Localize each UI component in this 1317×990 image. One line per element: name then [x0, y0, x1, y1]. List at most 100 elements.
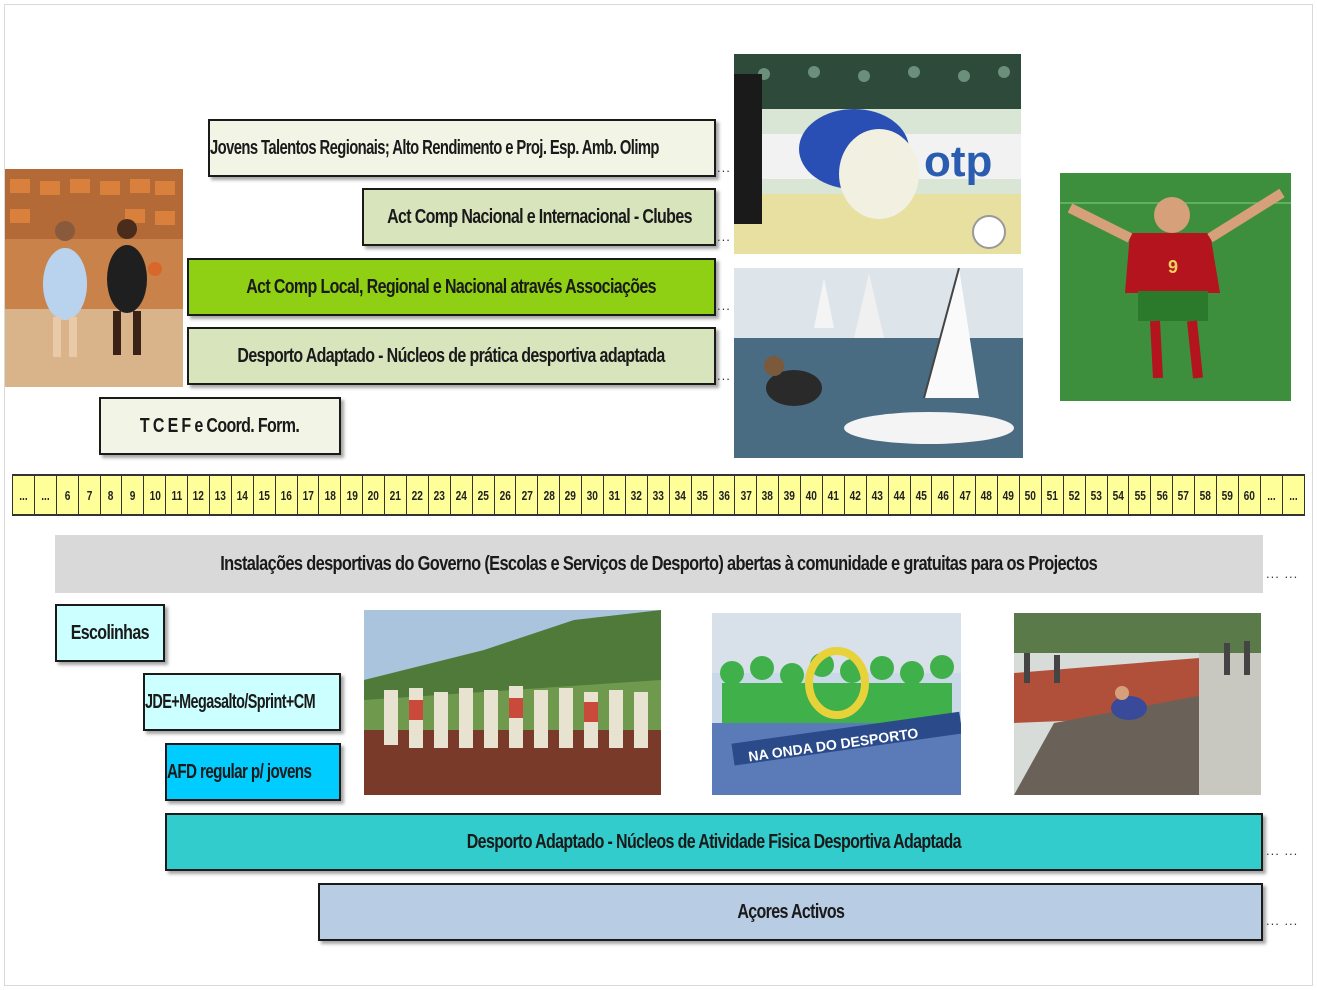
ruler-cell-age-10: 10 [143, 476, 166, 514]
ruler-cell-end-0: ... [1259, 476, 1282, 514]
hiking-group-photo [364, 610, 661, 795]
sailing-photo [734, 268, 1023, 458]
ruler-cell-label: 51 [1046, 487, 1058, 503]
ruler-cell-label: 35 [696, 487, 708, 503]
ruler-cell-label: 57 [1177, 487, 1190, 503]
ruler-cell-age-44: 44 [887, 476, 910, 514]
ruler-cell-label: ... [19, 487, 28, 503]
ruler-cell-label: 58 [1199, 487, 1212, 503]
ruler-cell-age-12: 12 [187, 476, 210, 514]
escolinhas-bar: Escolinhas [55, 604, 165, 662]
acores-activos-label: Açores Activos [737, 900, 845, 923]
ruler-cell-age-18: 18 [318, 476, 341, 514]
instalacoes-dots: ... ... [1266, 566, 1299, 581]
ruler-cell-age-21: 21 [384, 476, 407, 514]
ruler-cell-age-7: 7 [77, 476, 100, 514]
instalacoes-label: Instalações desportivas do Governo (Esco… [220, 552, 1099, 575]
desporto-adaptado-pratica-label: Desporto Adaptado - Núcleos de prática d… [237, 344, 666, 367]
ruler-cell-label: 17 [302, 487, 314, 503]
ruler-cell-label: 23 [433, 487, 446, 503]
ruler-cell-label: 34 [674, 487, 686, 503]
ruler-cell-label: ... [1266, 487, 1276, 503]
ruler-cell-age-56: 56 [1150, 476, 1173, 514]
jovens-talentos-dots: ... [717, 160, 731, 175]
act-comp-associacoes-dots: ... [717, 298, 731, 313]
ruler-cell-age-52: 52 [1062, 476, 1085, 514]
act-comp-clubes-dots: ... [717, 229, 731, 244]
ruler-cell-age-54: 54 [1106, 476, 1129, 514]
ruler-cell-age-39: 39 [778, 476, 801, 514]
ruler-cell-age-41: 41 [821, 476, 844, 514]
ruler-cell-age-34: 34 [668, 476, 691, 514]
ruler-cell-label: 15 [258, 487, 270, 503]
ruler-cell-age-27: 27 [515, 476, 538, 514]
ruler-cell-age-47: 47 [953, 476, 976, 514]
ruler-cell-age-22: 22 [406, 476, 428, 514]
act-comp-associacoes-label: Act Comp Local, Regional e Nacional atra… [246, 275, 657, 298]
ruler-cell-age-55: 55 [1128, 476, 1151, 514]
desporto-adaptado-pratica-bar: Desporto Adaptado - Núcleos de prática d… [187, 327, 716, 385]
ruler-cell-label: 33 [652, 487, 664, 503]
ruler-cell-label: ... [41, 487, 50, 503]
ruler-cell-label: 38 [762, 487, 774, 503]
ruler-cell-start-1: ... [33, 476, 56, 514]
ruler-cell-age-29: 29 [559, 476, 582, 514]
ruler-cell-label: 53 [1090, 487, 1102, 503]
ruler-cell-label: 54 [1112, 487, 1124, 503]
ruler-cell-age-60: 60 [1237, 476, 1260, 514]
basketball-photo [5, 169, 183, 387]
desporto-adaptado-atividade-bar: Desporto Adaptado - Núcleos de Atividade… [165, 813, 1263, 871]
ruler-cell-label: 19 [346, 487, 358, 503]
ruler-cell-label: 28 [543, 487, 555, 503]
jde-label: JDE+Megasalto/Sprint+CM [145, 690, 316, 713]
ruler-cell-age-23: 23 [427, 476, 450, 514]
ruler-cell-label: 31 [608, 487, 621, 503]
desporto-adaptado-pratica-dots: ... [717, 368, 731, 383]
ruler-cell-label: 47 [959, 487, 971, 503]
act-comp-clubes-label: Act Comp Nacional e Internacional - Club… [386, 205, 692, 228]
ruler-cell-age-38: 38 [756, 476, 779, 514]
ruler-cell-label: 7 [86, 487, 92, 503]
ruler-cell-age-15: 15 [252, 476, 275, 514]
ruler-cell-label: 20 [368, 487, 380, 503]
ruler-cell-label: 48 [980, 487, 993, 503]
ruler-cell-label: 50 [1024, 487, 1037, 503]
ruler-cell-age-35: 35 [690, 476, 713, 514]
slide-frame [4, 4, 1313, 986]
ruler-cell-label: 13 [214, 487, 227, 503]
jovens-talentos-label: Jovens Talentos Regionais; Alto Rendimen… [210, 136, 659, 159]
ruler-cell-label: 14 [236, 487, 248, 503]
ruler-cell-label: 41 [827, 487, 840, 503]
ruler-cell-label: 49 [1002, 487, 1015, 503]
ruler-cell-label: 42 [849, 487, 861, 503]
ruler-cell-label: 56 [1156, 487, 1168, 503]
ruler-cell-label: 46 [937, 487, 949, 503]
ruler-cell-label: 36 [718, 487, 730, 503]
ruler-cell-age-37: 37 [734, 476, 757, 514]
ruler-cell-label: 12 [192, 487, 205, 503]
ruler-cell-label: 9 [130, 487, 136, 503]
ruler-cell-label: 22 [411, 487, 424, 503]
desporto-adaptado-atividade-label: Desporto Adaptado - Núcleos de Atividade… [466, 830, 962, 853]
ruler-cell-label: 55 [1134, 487, 1146, 503]
ruler-cell-end-1: ... [1281, 476, 1305, 514]
ruler-cell-age-19: 19 [340, 476, 363, 514]
long-jump-photo [1014, 613, 1261, 795]
ruler-cell-age-58: 58 [1194, 476, 1216, 514]
ruler-cell-age-30: 30 [581, 476, 604, 514]
ruler-cell-label: 39 [783, 487, 796, 503]
ruler-cell-age-46: 46 [931, 476, 954, 514]
ruler-cell-age-45: 45 [909, 476, 932, 514]
ruler-cell-label: 26 [499, 487, 511, 503]
ruler-cell-age-59: 59 [1215, 476, 1238, 514]
ruler-cell-label: 59 [1221, 487, 1234, 503]
ruler-cell-label: 45 [915, 487, 927, 503]
ruler-cell-age-6: 6 [55, 476, 78, 514]
afd-bar: AFD regular p/ jovens [165, 743, 341, 801]
ruler-cell-age-43: 43 [865, 476, 888, 514]
act-comp-associacoes-bar: Act Comp Local, Regional e Nacional atra… [187, 258, 716, 316]
ruler-cell-label: 10 [149, 487, 161, 503]
desporto-adaptado-atividade-dots: ... ... [1266, 843, 1299, 858]
tcef-label: T C E F e Coord. Form. [140, 414, 300, 437]
